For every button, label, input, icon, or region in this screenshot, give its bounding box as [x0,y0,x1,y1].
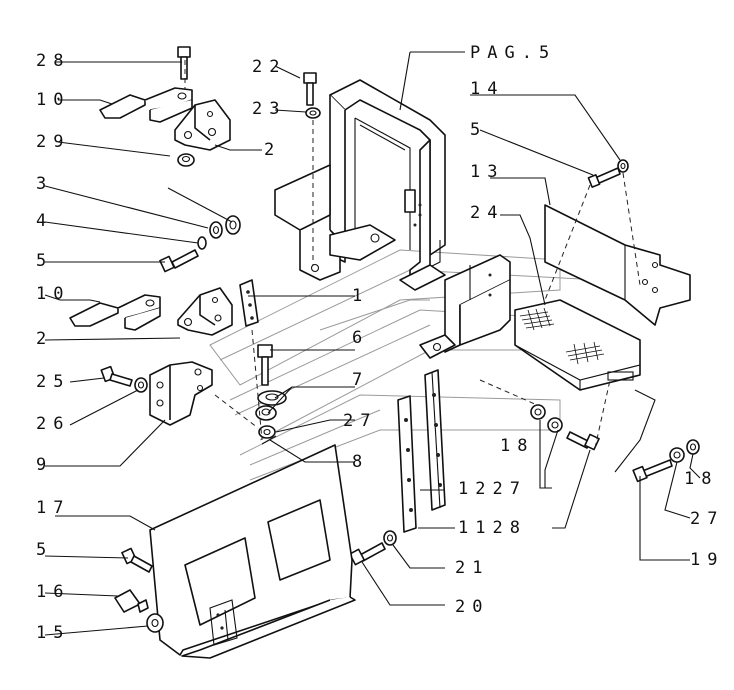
callout-20: 20 [455,597,489,617]
callout-1: 1 [352,286,369,306]
callout-1227: 1227 [458,479,527,499]
callout-18-center: 18 [500,436,534,456]
callout-28: 28 [36,51,70,71]
panel-fasteners [114,547,164,633]
callout-6: 6 [352,328,369,348]
callout-25: 25 [36,372,70,392]
callout-10-upper: 10 [36,90,70,110]
callout-7: 7 [352,370,369,390]
callout-3: 3 [36,174,53,194]
callout-5-right: 5 [470,120,487,140]
left-washers-bolt [159,215,241,273]
callout-21: 21 [455,558,489,578]
mounting-strips [397,369,446,533]
callout-5-panel: 5 [36,540,53,560]
hinge-bracket-9 [100,361,213,426]
side-plate [544,204,691,326]
center-pin-stack [255,344,287,445]
callout-4: 4 [36,211,53,231]
callout-27-center: 27 [343,411,377,431]
callout-9: 9 [36,455,53,475]
callout-13: 13 [470,162,504,182]
callout-8: 8 [352,452,369,472]
callout-5-left: 5 [36,251,53,271]
mesh-cover [514,299,641,391]
callout-18-right: 18 [684,469,718,489]
front-panel [149,444,356,659]
right-fasteners [530,159,700,483]
callout-14: 14 [470,79,504,99]
main-frame [274,79,446,291]
upper-left-hardware [99,46,231,167]
callout-pag5: PAG.5 [470,43,556,63]
callout-24: 24 [470,203,504,223]
callout-27-right: 27 [690,509,724,529]
lower-left-brackets [69,279,259,336]
callout-23: 23 [252,99,286,119]
bolt-20-washer-21 [348,530,397,566]
callout-10-lower: 10 [36,284,70,304]
callout-16: 16 [36,582,70,602]
callout-1128: 1128 [458,518,527,538]
side-support-bracket [419,254,511,359]
callout-17: 17 [36,498,70,518]
bolt-22-washer-23 [303,72,321,265]
callout-19: 19 [690,550,724,570]
callout-26: 26 [36,414,70,434]
callout-2-upper: 2 [264,140,281,160]
callout-2-lower: 2 [36,329,53,349]
callout-labels: 28 10 29 3 4 5 10 2 25 26 9 17 5 16 15 2… [36,43,724,643]
assembly-guides [184,60,641,449]
callout-29: 29 [36,132,70,152]
callout-15: 15 [36,623,70,643]
leader-lines [44,51,701,636]
callout-22: 22 [252,57,286,77]
